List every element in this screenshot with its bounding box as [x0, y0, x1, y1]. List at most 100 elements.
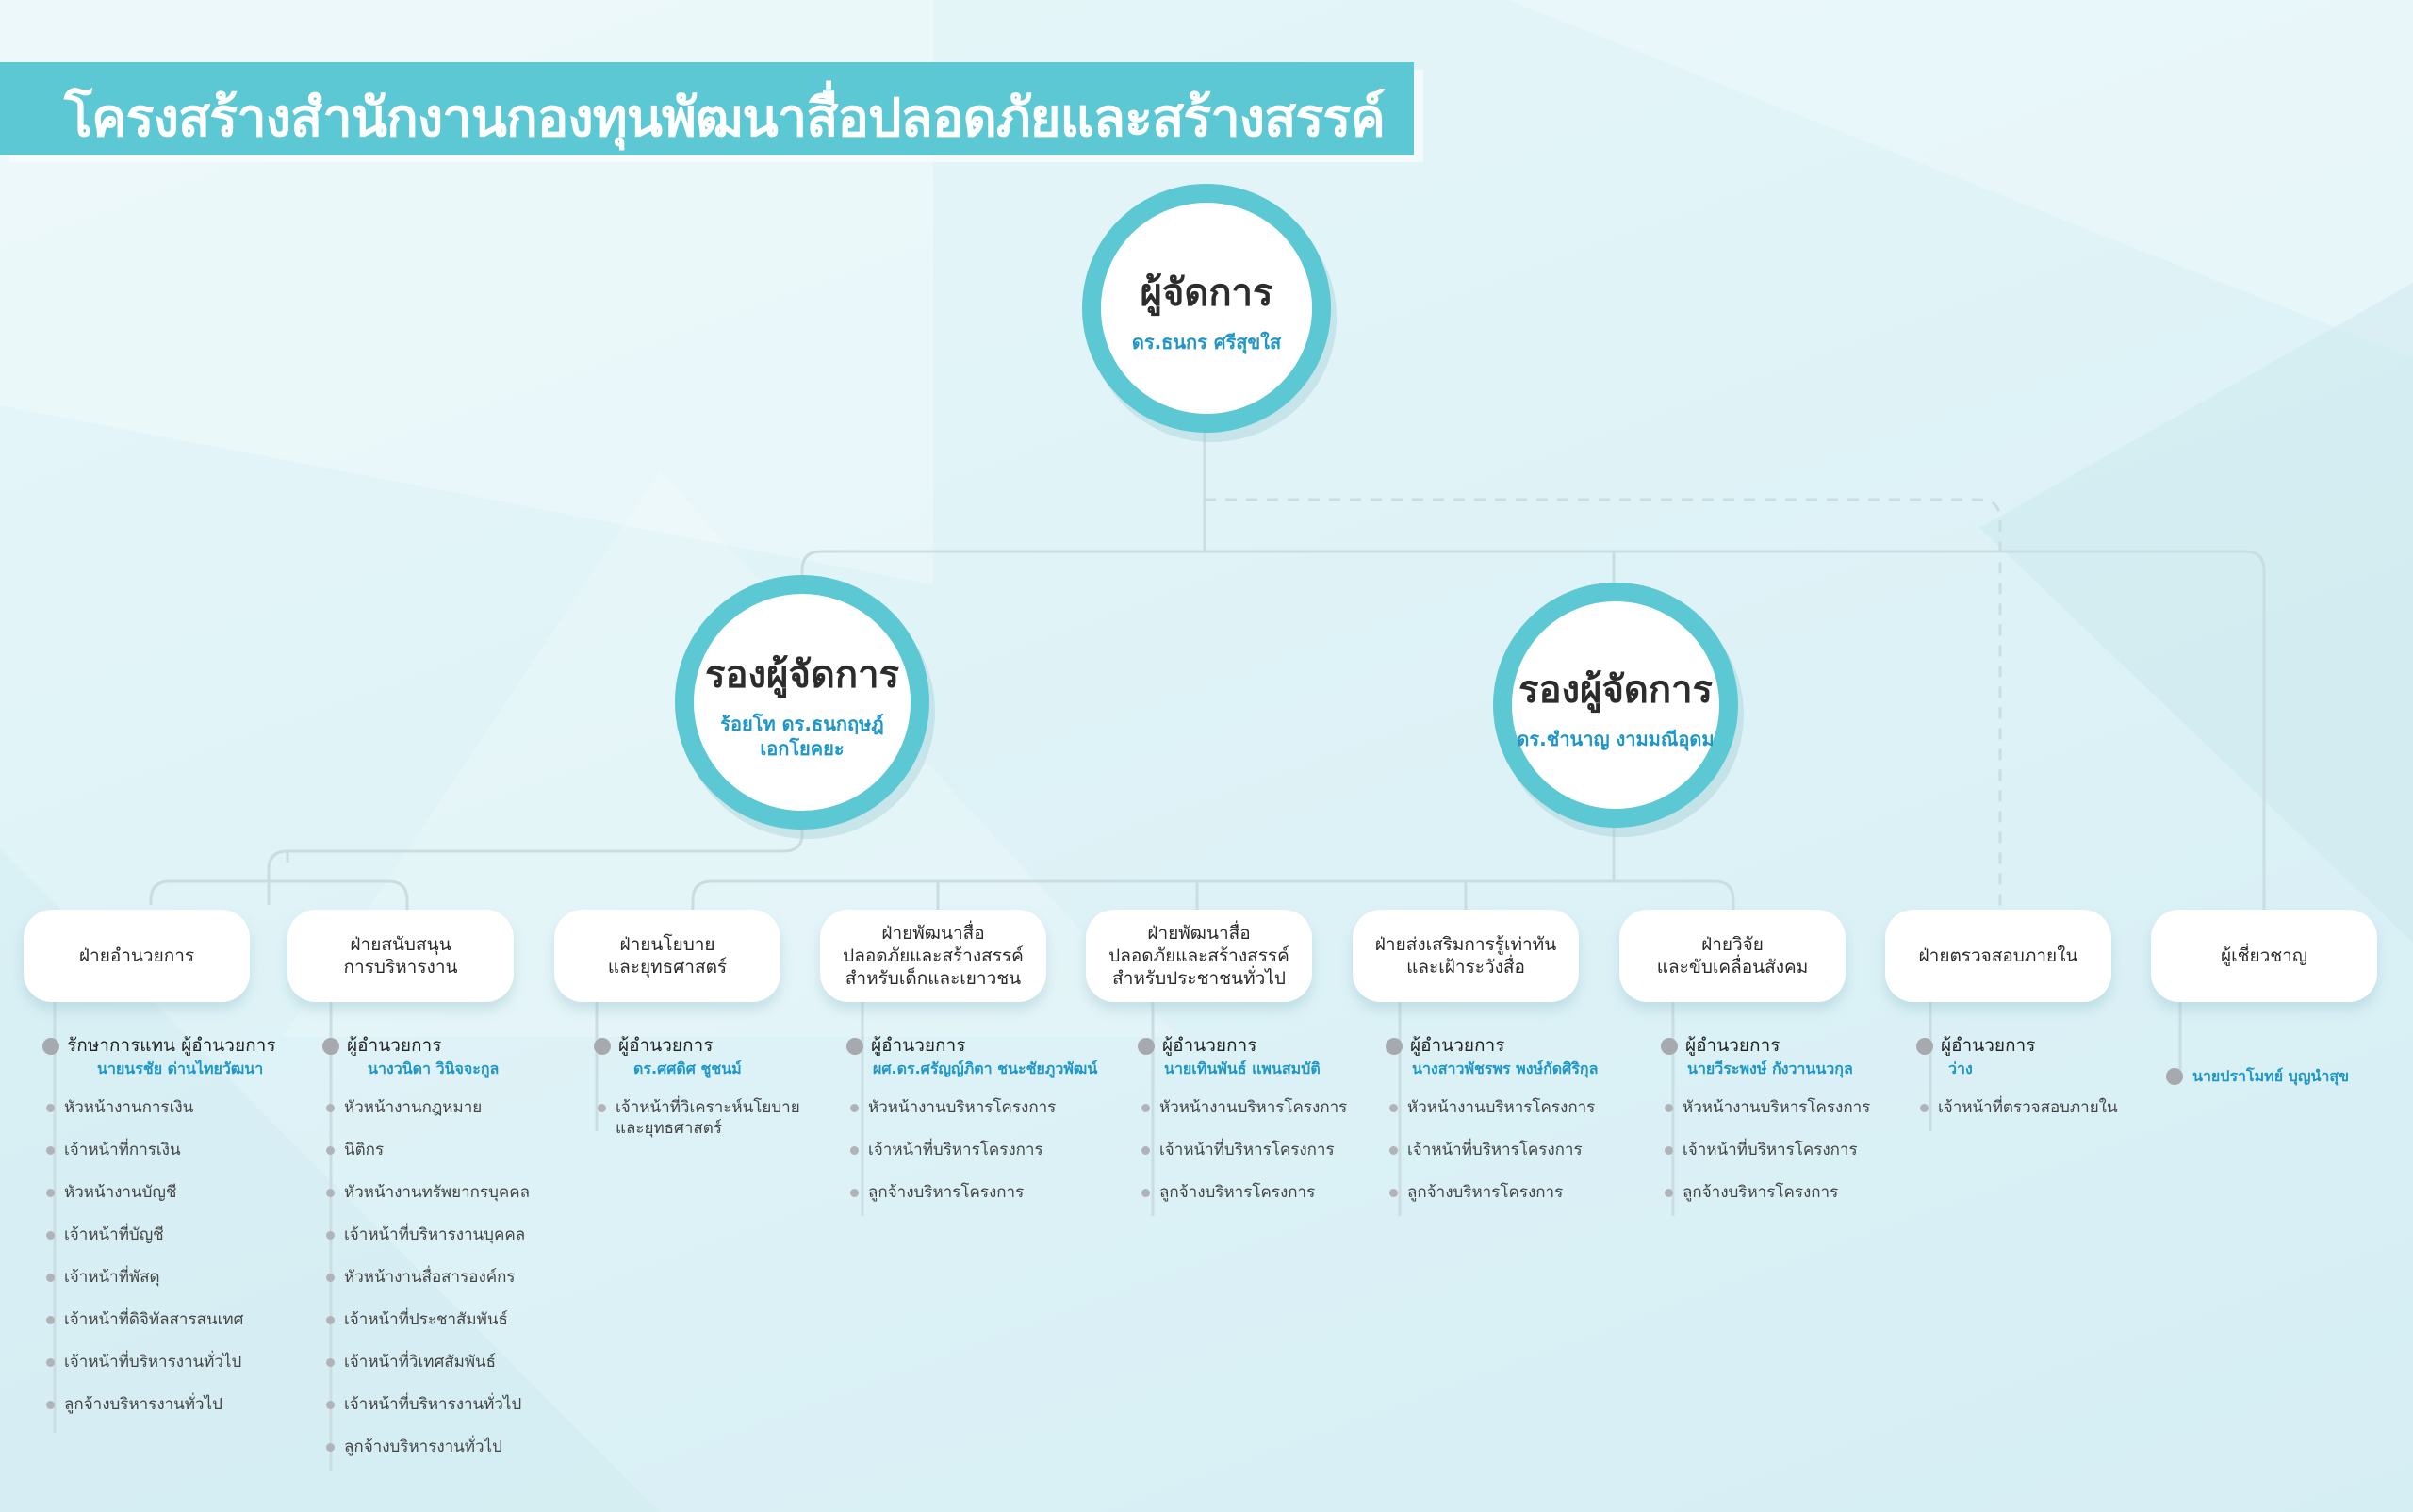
- staff-column: ผู้อำนวยการ นายเทินพันธ์ แพนสมบัติ หัวหน…: [1138, 1033, 1347, 1224]
- bullet: [46, 1231, 55, 1240]
- director-entry: ผู้อำนวยการ นายเทินพันธ์ แพนสมบัติ: [1138, 1033, 1347, 1080]
- list-item: หัวหน้างานบริหารโครงการ: [846, 1097, 1097, 1140]
- director-name: ดร.ศศดิศ ชูชนม์: [633, 1060, 742, 1077]
- staff-position: หัวหน้างานบริหารโครงการ: [1407, 1098, 1596, 1117]
- staff-column: รักษาการแทน ผู้อำนวยการ นายนรชัย ด่านไทย…: [42, 1033, 275, 1437]
- department-name-line: สำหรับเด็กและเยาวชน: [845, 968, 1022, 989]
- bullet: [326, 1401, 335, 1409]
- list-item: เจ้าหน้าที่บริหารงานทั่วไป: [322, 1394, 530, 1437]
- deputy-name: ร้อยโท ดร.ธนกฤษฎ์ เอกโยคยะ: [720, 712, 883, 761]
- staff-position: หัวหน้างานบริหารโครงการ: [868, 1098, 1057, 1117]
- list-item: นิติกร: [322, 1140, 530, 1182]
- staff-list: หัวหน้างานการเงิน เจ้าหน้าที่การเงิน หัว…: [42, 1097, 275, 1437]
- staff-position: เจ้าหน้าที่บริหารงานบุคคล: [344, 1225, 526, 1244]
- list-item: ลูกจ้างบริหารโครงการ: [846, 1182, 1097, 1224]
- director-bullet: [322, 1038, 339, 1055]
- department-box: ฝ่ายส่งเสริมการรู้เท่าทัน และเฝ้าระวังสื…: [1353, 910, 1579, 1002]
- director-bullet: [594, 1038, 611, 1055]
- department-name-line: และขับเคลื่อนสังคม: [1656, 957, 1809, 978]
- staff-position: หัวหน้างานการเงิน: [64, 1098, 194, 1117]
- department-name-line: ผู้เชี่ยวชาญ: [2220, 945, 2308, 966]
- director-entry: ผู้อำนวยการ ดร.ศศดิศ ชูชนม์: [594, 1033, 804, 1080]
- director-bullet: [1661, 1038, 1678, 1055]
- department-box: ฝ่ายสนับสนุน การบริหารงาน: [287, 910, 514, 1002]
- staff-position: เจ้าหน้าที่วิเทศสัมพันธ์: [344, 1353, 497, 1372]
- staff-list: เจ้าหน้าที่ตรวจสอบภายใน: [1916, 1097, 2118, 1140]
- deputy-title: รองผู้จัดการ: [704, 653, 900, 697]
- director-name: นางวนิดา วินิจจะกูล: [368, 1060, 500, 1077]
- bullet: [326, 1189, 335, 1197]
- bullet: [46, 1146, 55, 1155]
- bullet: [46, 1189, 55, 1197]
- expert-bullet: [2166, 1068, 2183, 1085]
- staff-column: ผู้อำนวยการ นางวนิดา วินิจจะกูล หัวหน้าง…: [322, 1033, 530, 1479]
- bullet: [1389, 1189, 1398, 1197]
- director-entry: ผู้อำนวยการ นางสาวพัชรพร พงษ์กัดศิริกุล: [1386, 1033, 1598, 1080]
- staff-position: เจ้าหน้าที่บริหารโครงการ: [1407, 1141, 1583, 1159]
- director-entry: ผู้อำนวยการ นายวีระพงษ์ กังวานนวกุล: [1661, 1033, 1870, 1080]
- director-bullet: [1386, 1038, 1403, 1055]
- director-name: นายนรชัย ด่านไทยวัฒนา: [97, 1060, 264, 1077]
- director-role: รักษาการแทน ผู้อำนวยการ: [67, 1035, 276, 1056]
- department-box: ผู้เชี่ยวชาญ: [2151, 910, 2377, 1002]
- bullet: [326, 1274, 335, 1282]
- director-role: ผู้อำนวยการ: [1410, 1035, 1505, 1056]
- list-item: เจ้าหน้าที่ตรวจสอบภายใน: [1916, 1097, 2118, 1140]
- staff-position: นิติกร: [344, 1141, 385, 1159]
- department-name-line: ฝ่ายส่งเสริมการรู้เท่าทัน: [1374, 934, 1557, 955]
- staff-position: ลูกจ้างบริหารงานทั่วไป: [344, 1438, 502, 1456]
- director-role: ผู้อำนวยการ: [871, 1035, 966, 1056]
- staff-position: หัวหน้างานบริหารโครงการ: [1683, 1098, 1871, 1117]
- department-name-line: และเฝ้าระวังสื่อ: [1406, 957, 1525, 978]
- staff-position: ลูกจ้างบริหารโครงการ: [1683, 1183, 1839, 1202]
- staff-position: หัวหน้างานกฎหมาย: [344, 1098, 483, 1117]
- department-name-line: ปลอดภัยและสร้างสรรค์: [843, 945, 1024, 966]
- deputy-name: ดร.ชำนาญ งามมณีอุดม: [1517, 727, 1714, 751]
- staff-list: หัวหน้างานบริหารโครงการ เจ้าหน้าที่บริหา…: [846, 1097, 1097, 1224]
- list-item: เจ้าหน้าที่การเงิน: [42, 1140, 275, 1182]
- deputy-name-line: เอกโยคยะ: [760, 737, 845, 760]
- staff-position: เจ้าหน้าที่บริหารโครงการ: [1683, 1141, 1858, 1159]
- staff-list: เจ้าหน้าที่วิเคราะห์นโยบาย และยุทธศาสตร์: [594, 1097, 804, 1163]
- bullet: [1141, 1189, 1150, 1197]
- director-bullet: [42, 1038, 59, 1055]
- staff-column: ผู้อำนวยการ นางสาวพัชรพร พงษ์กัดศิริกุล …: [1386, 1033, 1598, 1224]
- staff-position: เจ้าหน้าที่พัสดุ: [64, 1268, 160, 1287]
- list-item: เจ้าหน้าที่บริหารโครงการ: [1138, 1140, 1347, 1182]
- department-name-line: ฝ่ายพัฒนาสื่อ: [1147, 923, 1251, 944]
- director-role: ผู้อำนวยการ: [618, 1035, 714, 1056]
- department-box: ฝ่ายตรวจสอบภายใน: [1885, 910, 2111, 1002]
- director-entry: ผู้อำนวยการ ผศ.ดร.ศรัญญ์ภิตา ชนะชัยภูวพั…: [846, 1033, 1097, 1080]
- bullet: [1389, 1104, 1398, 1112]
- staff-position: ลูกจ้างบริหารโครงการ: [868, 1183, 1025, 1202]
- department-name-line: ฝ่ายนโยบาย: [619, 934, 715, 955]
- staff-position: เจ้าหน้าที่บริหารงานทั่วไป: [64, 1353, 242, 1372]
- bullet: [326, 1146, 335, 1155]
- staff-position: หัวหน้างานบัญชี: [64, 1183, 177, 1202]
- list-item: เจ้าหน้าที่บริหารโครงการ: [1386, 1140, 1598, 1182]
- bullet: [326, 1316, 335, 1324]
- list-item: เจ้าหน้าที่ดิจิทัลสารสนเทศ: [42, 1309, 275, 1352]
- staff-position: เจ้าหน้าที่ตรวจสอบภายใน: [1938, 1098, 2118, 1117]
- bullet: [46, 1316, 55, 1324]
- staff-position: เจ้าหน้าที่บัญชี: [64, 1225, 164, 1244]
- department-box: ฝ่ายวิจัย และขับเคลื่อนสังคม: [1619, 910, 1846, 1002]
- staff-position: หัวหน้างานทรัพยากรบุคคล: [344, 1183, 531, 1202]
- list-item: ลูกจ้างบริหารโครงการ: [1386, 1182, 1598, 1224]
- list-item: เจ้าหน้าที่บริหารโครงการ: [1661, 1140, 1870, 1182]
- department-box: ฝ่ายนโยบาย และยุทธศาสตร์: [554, 910, 780, 1002]
- deputy-node: รองผู้จัดการ ดร.ชำนาญ งามมณีอุดม: [1493, 583, 1738, 828]
- department-name-line: ฝ่ายอำนวยการ: [78, 945, 195, 966]
- director-entry: ผู้อำนวยการ ว่าง: [1916, 1033, 2118, 1080]
- staff-column: ผู้อำนวยการ นายวีระพงษ์ กังวานนวกุล หัวห…: [1661, 1033, 1870, 1224]
- bullet: [598, 1104, 606, 1112]
- department-name-line: ฝ่ายวิจัย: [1701, 934, 1764, 955]
- staff-column: นายปราโมทย์ บุญนำสุข: [2166, 1065, 2349, 1088]
- department-name-line: สำหรับประชาชนทั่วไป: [1112, 968, 1286, 989]
- director-role: ผู้อำนวยการ: [1162, 1035, 1257, 1056]
- deputy-name-line: ร้อยโท ดร.ธนกฤษฎ์: [720, 713, 884, 735]
- director-name: ว่าง: [1948, 1060, 1973, 1077]
- page-title: โครงสร้างสำนักงานกองทุนพัฒนาสื่อปลอดภัยแ…: [64, 88, 1386, 149]
- department-name-line: ฝ่ายสนับสนุน: [350, 934, 451, 955]
- list-item: เจ้าหน้าที่วิเทศสัมพันธ์: [322, 1352, 530, 1394]
